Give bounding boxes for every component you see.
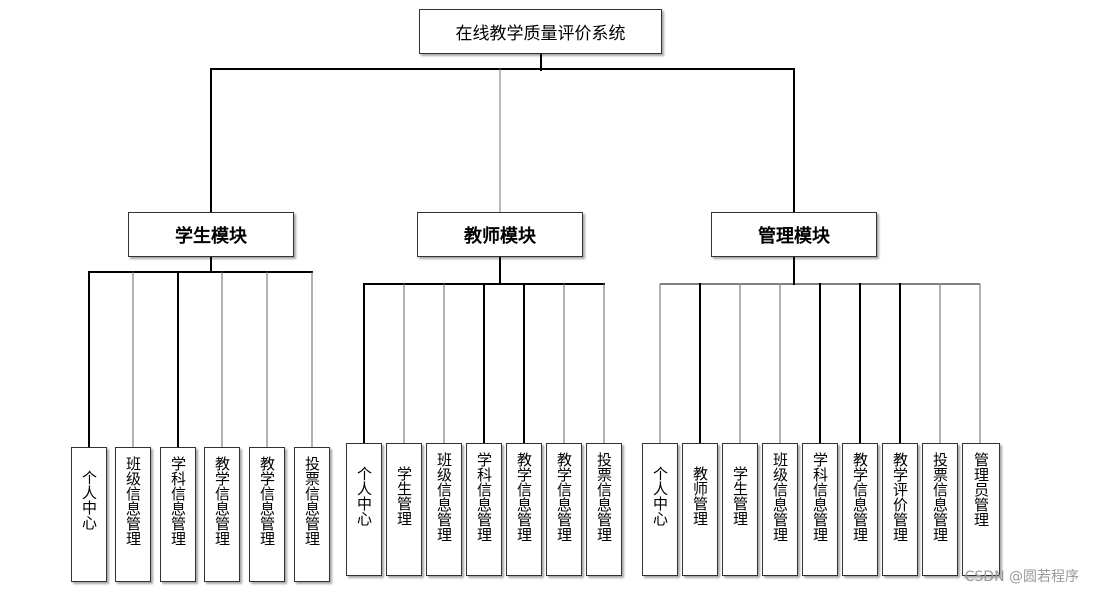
leaf-label: 教学信息管理 bbox=[851, 452, 869, 542]
leaf-node: 个人中心 bbox=[346, 443, 382, 576]
leaf-label: 班级信息管理 bbox=[435, 452, 453, 542]
leaf-node: 个人中心 bbox=[642, 443, 678, 576]
leaf-label: 教师管理 bbox=[691, 466, 709, 526]
leaf-node: 班级信息管理 bbox=[426, 443, 462, 576]
module-label: 管理模块 bbox=[758, 225, 830, 247]
root-label: 在线教学质量评价系统 bbox=[455, 24, 626, 44]
root-node: 在线教学质量评价系统 bbox=[419, 9, 662, 54]
leaf-node: 学生管理 bbox=[386, 443, 422, 576]
leaf-node: 教学评价管理 bbox=[882, 443, 918, 576]
leaf-node: 班级信息管理 bbox=[115, 447, 151, 582]
module-label: 学生模块 bbox=[175, 225, 247, 247]
leaf-label: 投票信息管理 bbox=[931, 452, 949, 542]
leaf-label: 教学信息管理 bbox=[555, 452, 573, 542]
leaf-node: 学科信息管理 bbox=[466, 443, 502, 576]
leaf-label: 学生管理 bbox=[395, 466, 413, 526]
leaf-label: 个人中心 bbox=[651, 466, 669, 526]
leaf-label: 学科信息管理 bbox=[169, 456, 187, 546]
leaf-node: 个人中心 bbox=[71, 447, 107, 582]
leaf-label: 班级信息管理 bbox=[771, 452, 789, 542]
leaf-node: 教学信息管理 bbox=[249, 447, 285, 582]
leaf-label: 学科信息管理 bbox=[811, 452, 829, 542]
leaf-label: 投票信息管理 bbox=[303, 456, 321, 546]
leaf-label: 管理员管理 bbox=[972, 452, 990, 527]
leaf-node: 教学信息管理 bbox=[546, 443, 582, 576]
leaf-label: 班级信息管理 bbox=[124, 456, 142, 546]
module-node-teacher: 教师模块 bbox=[417, 212, 583, 257]
leaf-label: 教学信息管理 bbox=[258, 456, 276, 546]
leaf-node: 学生管理 bbox=[722, 443, 758, 576]
leaf-node: 班级信息管理 bbox=[762, 443, 798, 576]
leaf-node: 教学信息管理 bbox=[204, 447, 240, 582]
leaf-node: 学科信息管理 bbox=[160, 447, 196, 582]
leaf-node: 投票信息管理 bbox=[922, 443, 958, 576]
leaf-label: 个人中心 bbox=[355, 466, 373, 526]
module-label: 教师模块 bbox=[464, 225, 536, 247]
leaf-label: 教学信息管理 bbox=[515, 452, 533, 542]
watermark-text: CSDN @圆若程序 bbox=[964, 569, 1079, 585]
leaf-node: 投票信息管理 bbox=[586, 443, 622, 576]
module-node-admin: 管理模块 bbox=[711, 212, 877, 257]
leaf-label: 学生管理 bbox=[731, 466, 749, 526]
leaf-label: 个人中心 bbox=[80, 470, 98, 530]
leaf-node: 投票信息管理 bbox=[294, 447, 330, 582]
leaf-node: 学科信息管理 bbox=[802, 443, 838, 576]
leaf-node: 管理员管理 bbox=[962, 443, 1000, 576]
leaf-node: 教师管理 bbox=[682, 443, 718, 576]
leaf-label: 学科信息管理 bbox=[475, 452, 493, 542]
leaf-node: 教学信息管理 bbox=[842, 443, 878, 576]
module-node-student: 学生模块 bbox=[128, 212, 294, 257]
leaf-label: 教学评价管理 bbox=[891, 452, 909, 542]
leaf-label: 投票信息管理 bbox=[595, 452, 613, 542]
leaf-node: 教学信息管理 bbox=[506, 443, 542, 576]
leaf-label: 教学信息管理 bbox=[213, 456, 231, 546]
